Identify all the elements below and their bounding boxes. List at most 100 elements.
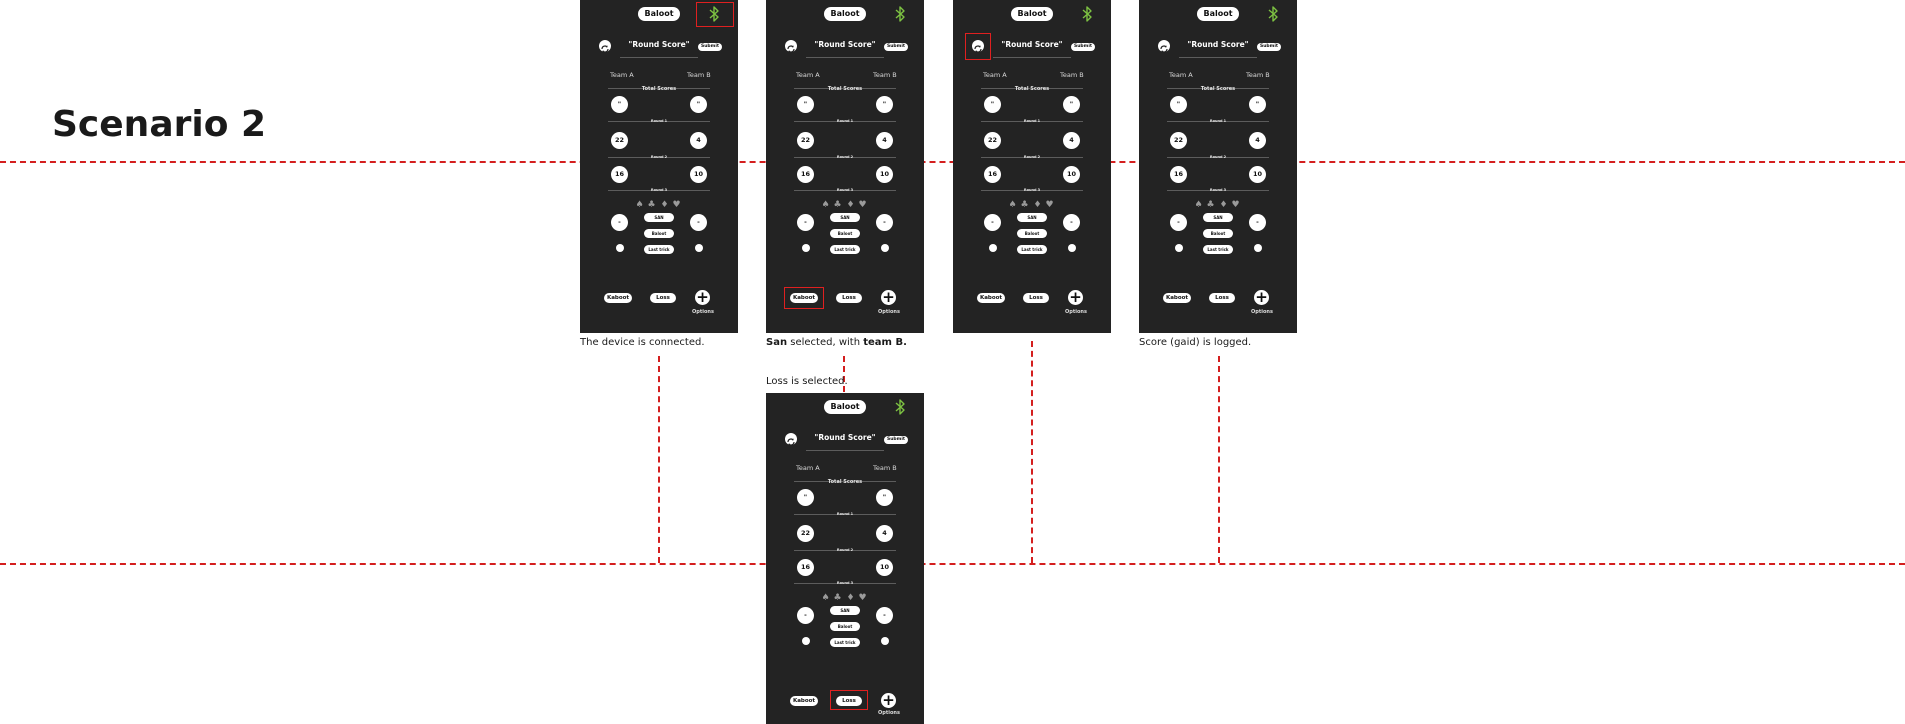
diamond-icon[interactable]: ♦ — [846, 200, 855, 210]
kaboot-button[interactable]: Kaboot — [1163, 293, 1191, 303]
last-trick-button[interactable]: Last trick — [1203, 245, 1233, 254]
san-button[interactable]: SAN — [644, 213, 674, 222]
divider — [1167, 88, 1269, 89]
app-title-button[interactable]: Baloot — [1011, 7, 1053, 21]
san-button[interactable]: SAN — [830, 213, 860, 222]
app-title-button[interactable]: Baloot — [824, 400, 866, 414]
spade-icon[interactable]: ♠ — [1194, 200, 1203, 210]
heart-icon[interactable]: ♥ — [672, 200, 681, 210]
spade-icon[interactable]: ♠ — [1008, 200, 1017, 210]
team-a-current[interactable]: - — [797, 214, 814, 231]
submit-button[interactable]: Submit — [884, 436, 908, 444]
caption-mid: selected, with — [787, 337, 864, 348]
team-b-toggle[interactable] — [1254, 244, 1262, 252]
team-a-current[interactable]: - — [984, 214, 1001, 231]
team-a-toggle[interactable] — [616, 244, 624, 252]
baloot-button[interactable]: Baloot — [1017, 229, 1047, 238]
team-a-toggle[interactable] — [989, 244, 997, 252]
team-a-toggle[interactable] — [802, 637, 810, 645]
divider — [608, 121, 710, 122]
diamond-icon[interactable]: ♦ — [846, 593, 855, 603]
submit-button[interactable]: Submit — [698, 43, 722, 51]
kaboot-button[interactable]: Kaboot — [604, 293, 632, 303]
team-b-current[interactable]: - — [876, 607, 893, 624]
team-b-round-1: 4 — [1063, 132, 1080, 149]
baloot-button[interactable]: Baloot — [830, 622, 860, 631]
bluetooth-icon[interactable] — [1265, 5, 1281, 23]
team-a-current[interactable]: - — [797, 607, 814, 624]
team-a-toggle[interactable] — [802, 244, 810, 252]
club-icon[interactable]: ♣ — [833, 200, 842, 210]
san-button[interactable]: SAN — [1203, 213, 1233, 222]
submit-button[interactable]: Submit — [1257, 43, 1281, 51]
heart-icon[interactable]: ♥ — [1045, 200, 1054, 210]
bluetooth-icon[interactable] — [892, 398, 908, 416]
last-trick-button[interactable]: Last trick — [644, 245, 674, 254]
heart-icon[interactable]: ♥ — [1231, 200, 1240, 210]
sync-icon[interactable] — [1158, 40, 1170, 53]
sync-icon[interactable] — [599, 40, 611, 53]
team-b-toggle[interactable] — [881, 244, 889, 252]
team-a-toggle[interactable] — [1175, 244, 1183, 252]
last-trick-button[interactable]: Last trick — [830, 638, 860, 647]
bluetooth-icon[interactable] — [706, 5, 722, 23]
team-b-toggle[interactable] — [695, 244, 703, 252]
kaboot-button[interactable]: Kaboot — [790, 293, 818, 303]
page-title: Scenario 2 — [52, 104, 267, 145]
team-b-toggle[interactable] — [1068, 244, 1076, 252]
sync-icon[interactable] — [785, 433, 797, 446]
san-button[interactable]: SAN — [830, 606, 860, 615]
app-title-button[interactable]: Baloot — [1197, 7, 1239, 21]
club-icon[interactable]: ♣ — [647, 200, 656, 210]
spade-icon[interactable]: ♠ — [821, 593, 830, 603]
kaboot-button[interactable]: Kaboot — [977, 293, 1005, 303]
san-button[interactable]: SAN — [1017, 213, 1047, 222]
team-b-toggle[interactable] — [881, 637, 889, 645]
loss-button[interactable]: Loss — [836, 293, 862, 303]
app-title-button[interactable]: Baloot — [638, 7, 680, 21]
add-options-button[interactable]: + — [695, 288, 710, 306]
submit-button[interactable]: Submit — [1071, 43, 1095, 51]
diamond-icon[interactable]: ♦ — [1033, 200, 1042, 210]
baloot-button[interactable]: Baloot — [830, 229, 860, 238]
team-b-current[interactable]: - — [876, 214, 893, 231]
last-trick-button[interactable]: Last trick — [830, 245, 860, 254]
team-b-current[interactable]: - — [1249, 214, 1266, 231]
kaboot-button[interactable]: Kaboot — [790, 696, 818, 706]
club-icon[interactable]: ♣ — [1206, 200, 1215, 210]
spade-icon[interactable]: ♠ — [821, 200, 830, 210]
team-b-current[interactable]: - — [1063, 214, 1080, 231]
last-trick-button[interactable]: Last trick — [1017, 245, 1047, 254]
team-b-current[interactable]: - — [690, 214, 707, 231]
baloot-button[interactable]: Baloot — [644, 229, 674, 238]
club-icon[interactable]: ♣ — [833, 593, 842, 603]
loss-button[interactable]: Loss — [1209, 293, 1235, 303]
sync-icon[interactable] — [972, 40, 984, 53]
heart-icon[interactable]: ♥ — [858, 593, 867, 603]
bluetooth-icon[interactable] — [1079, 5, 1095, 23]
divider — [794, 157, 896, 158]
options-label: Options — [878, 710, 900, 716]
add-options-button[interactable]: + — [881, 288, 896, 306]
team-a-round-1: 22 — [797, 525, 814, 542]
add-options-button[interactable]: + — [1254, 288, 1269, 306]
loss-button[interactable]: Loss — [836, 696, 862, 706]
team-a-current[interactable]: - — [611, 214, 628, 231]
diamond-icon[interactable]: ♦ — [660, 200, 669, 210]
add-options-button[interactable]: + — [1068, 288, 1083, 306]
submit-button[interactable]: Submit — [884, 43, 908, 51]
spade-icon[interactable]: ♠ — [635, 200, 644, 210]
bluetooth-icon[interactable] — [892, 5, 908, 23]
sync-icon[interactable] — [785, 40, 797, 53]
heart-icon[interactable]: ♥ — [858, 200, 867, 210]
baloot-button[interactable]: Baloot — [1203, 229, 1233, 238]
club-icon[interactable]: ♣ — [1020, 200, 1029, 210]
loss-button[interactable]: Loss — [650, 293, 676, 303]
loss-button[interactable]: Loss — [1023, 293, 1049, 303]
team-a-label: Team A — [1169, 71, 1193, 79]
team-b-round-1: 4 — [876, 525, 893, 542]
team-a-current[interactable]: - — [1170, 214, 1187, 231]
diamond-icon[interactable]: ♦ — [1219, 200, 1228, 210]
add-options-button[interactable]: + — [881, 691, 896, 709]
app-title-button[interactable]: Baloot — [824, 7, 866, 21]
